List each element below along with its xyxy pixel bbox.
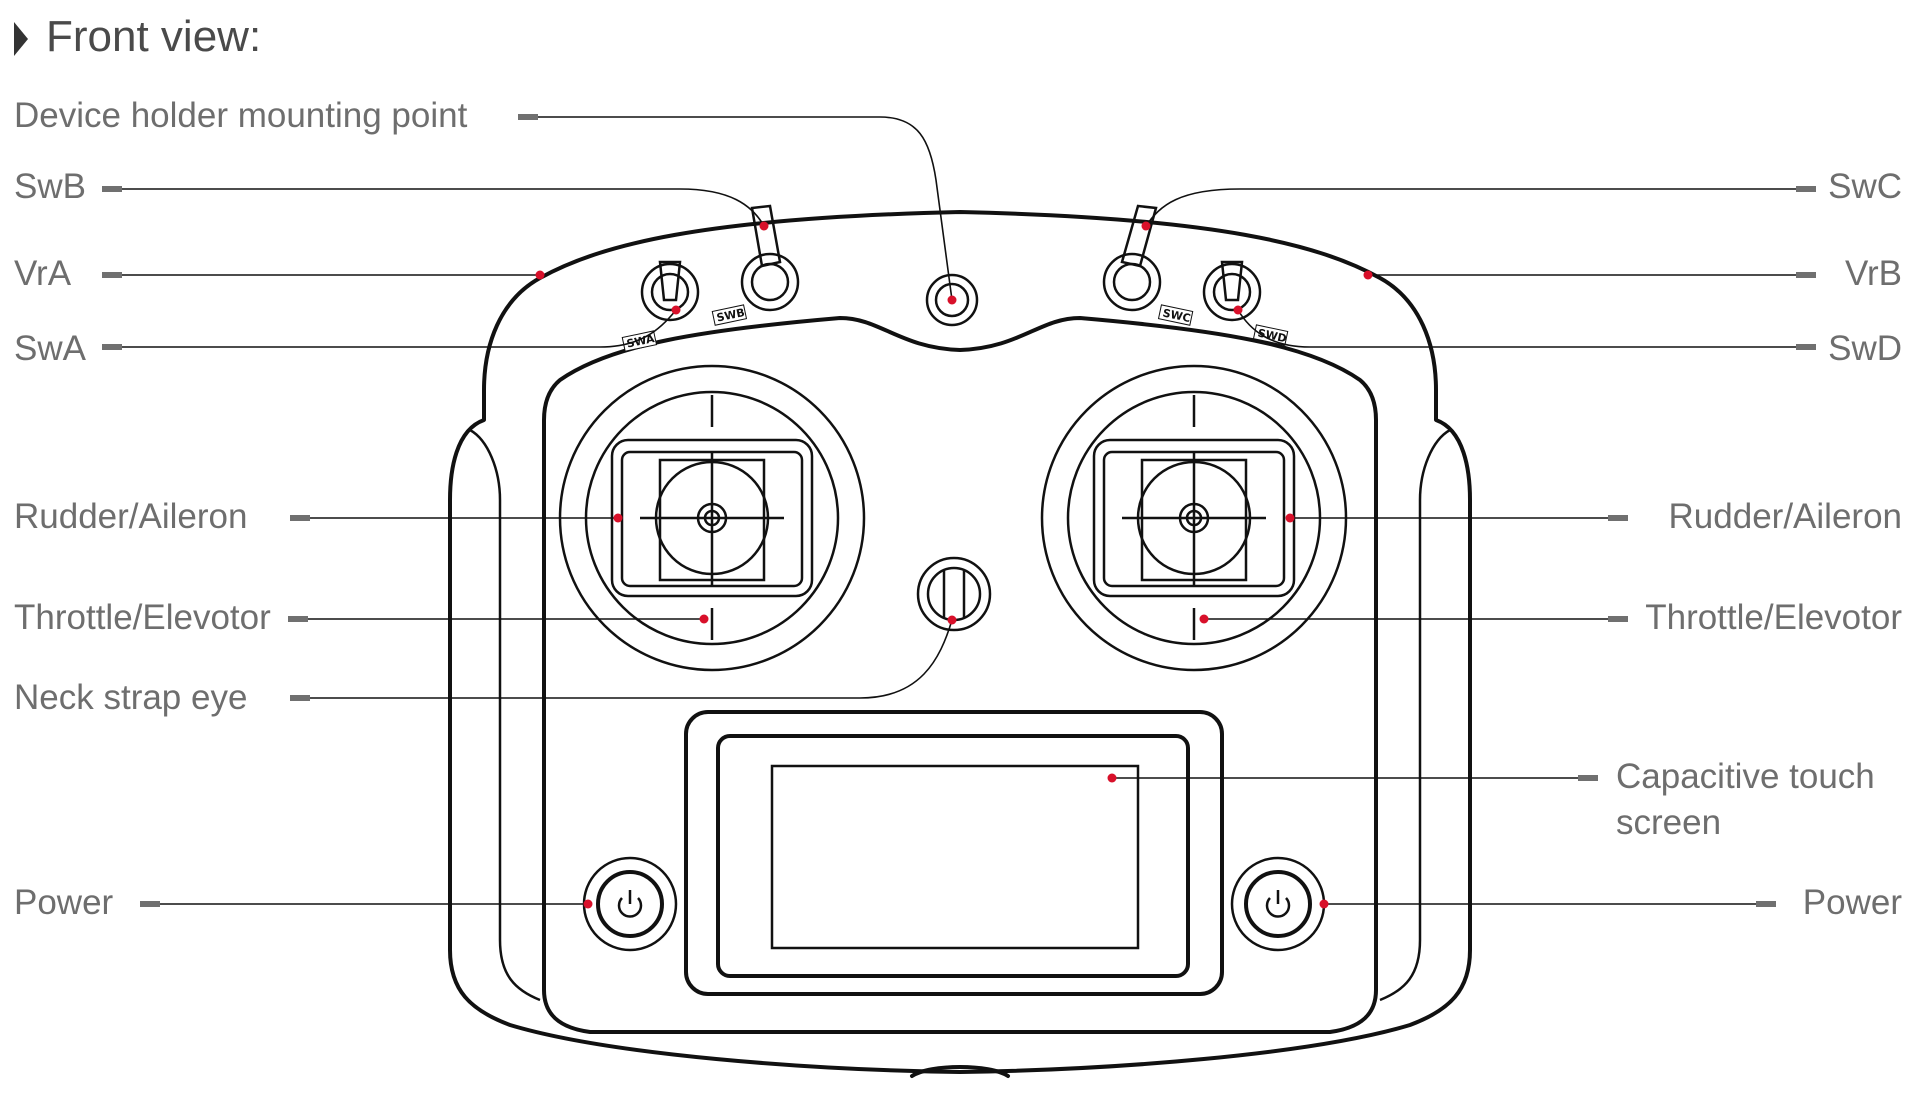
transmitter-body: [448, 210, 1472, 1078]
label-power-right: Power: [1803, 883, 1903, 922]
power-icon: [617, 890, 643, 918]
power-icon: [1265, 890, 1291, 918]
swd-switch: [1202, 260, 1262, 322]
label-touch-screen-line2: screen: [1616, 803, 1721, 842]
top-controls: SWA SWB SWC SWD: [621, 204, 1289, 352]
label-power-left: Power: [14, 883, 114, 922]
page-title: Front view:: [46, 12, 261, 61]
power-button-right: [1230, 856, 1326, 952]
swc-switch: [1102, 204, 1162, 312]
gear-icon: [696, 502, 728, 534]
label-throttle-right: Throttle/Elevotor: [1645, 598, 1902, 637]
label-swc: SwC: [1828, 167, 1902, 206]
device-holder-point: [925, 273, 979, 327]
label-swd: SwD: [1828, 329, 1902, 368]
label-neck-strap: Neck strap eye: [14, 678, 247, 717]
callout-labels: Device holder mounting point SwB SwC VrA…: [14, 96, 1902, 922]
gear-icon: [1178, 502, 1210, 534]
swc-mark: SWC: [1161, 306, 1191, 325]
label-swa: SwA: [14, 329, 87, 368]
swa-switch: [640, 260, 700, 322]
swa-mark: SWA: [625, 332, 656, 351]
neck-strap-eye: [916, 556, 992, 632]
label-throttle-left: Throttle/Elevotor: [14, 598, 271, 637]
label-device-holder: Device holder mounting point: [14, 96, 468, 135]
label-vrb: VrB: [1845, 254, 1902, 293]
label-rudder-left: Rudder/Aileron: [14, 497, 247, 536]
swd-mark: SWD: [1256, 326, 1287, 345]
swb-mark: SWB: [715, 306, 746, 325]
power-button-left: [582, 856, 678, 952]
touch-screen: [684, 710, 1224, 996]
swb-switch: [740, 204, 800, 312]
label-vra: VrA: [14, 254, 72, 293]
label-rudder-right: Rudder/Aileron: [1669, 497, 1902, 536]
callout-leaders: [102, 114, 1816, 909]
label-swb: SwB: [14, 167, 86, 206]
triangle-right-icon: [14, 22, 28, 56]
label-touch-screen-line1: Capacitive touch: [1616, 757, 1875, 796]
